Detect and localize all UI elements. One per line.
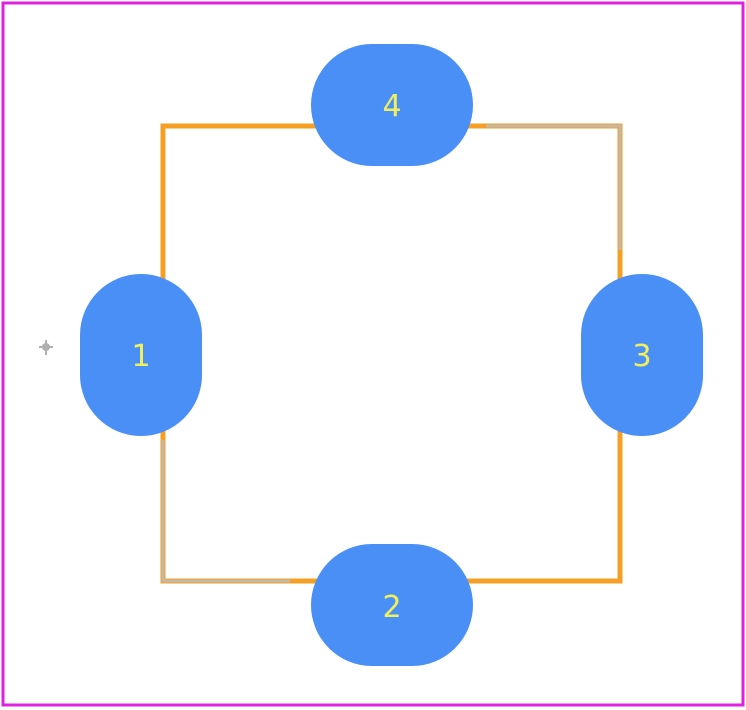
silkscreen-outline bbox=[160, 123, 623, 584]
pad-1-label: 1 bbox=[131, 339, 150, 374]
pad-4-label: 4 bbox=[382, 89, 401, 124]
pad-3[interactable] bbox=[581, 274, 703, 436]
pad-2-label: 2 bbox=[382, 590, 401, 625]
fab-bottom-left bbox=[161, 440, 290, 583]
pad-1[interactable] bbox=[80, 274, 202, 436]
pad-3-label: 3 bbox=[632, 339, 651, 374]
pads bbox=[80, 44, 703, 666]
fab-top-right bbox=[486, 124, 622, 250]
fab-outline bbox=[161, 124, 622, 583]
pad-4[interactable] bbox=[311, 44, 473, 166]
pad-2[interactable] bbox=[311, 544, 473, 666]
pad-labels: 4 1 3 2 bbox=[131, 89, 651, 625]
origin-crosshair-icon bbox=[39, 340, 53, 355]
